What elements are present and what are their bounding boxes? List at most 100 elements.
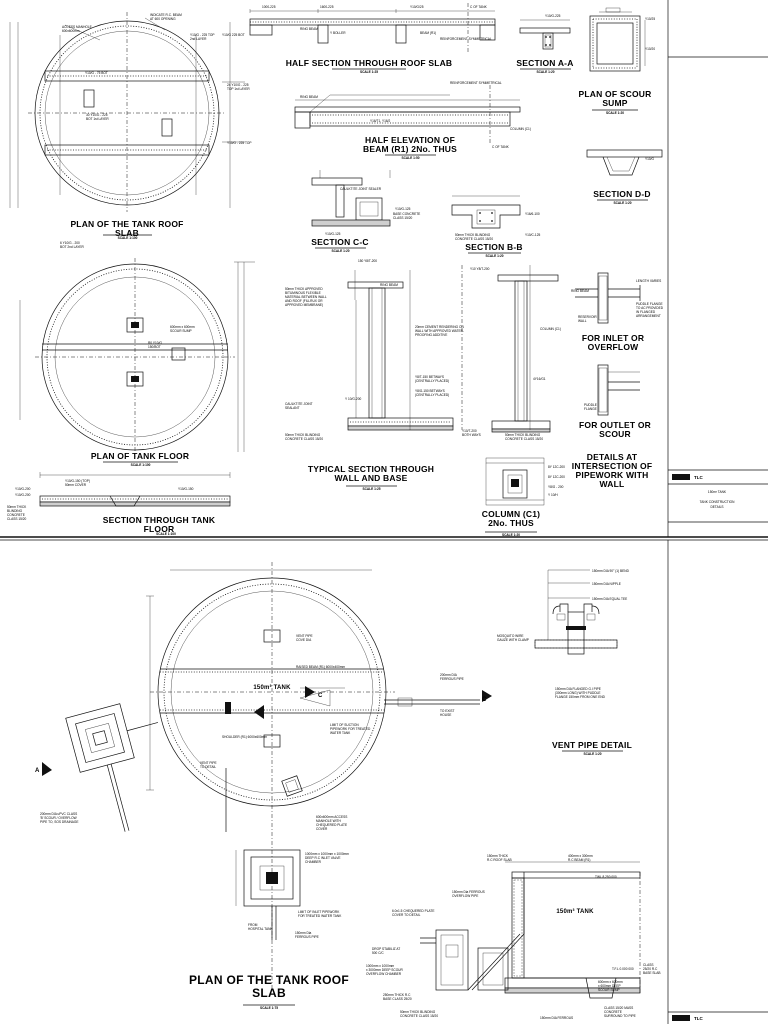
svg-text:50mm THICK BLINDING: 50mm THICK BLINDING	[455, 233, 491, 237]
pipework-title-line-4: WALL	[600, 479, 625, 489]
svg-text:GAUZE WITH CLAMP: GAUZE WITH CLAMP	[497, 638, 529, 642]
svg-text:REINFORCEMENT SYMMETRICAL: REINFORCEMENT SYMMETRICAL	[450, 81, 502, 85]
svg-text:(300mm LONG) WITH PUDDLE: (300mm LONG) WITH PUDDLE	[555, 691, 601, 695]
svg-text:50mm THICK BLINDING: 50mm THICK BLINDING	[400, 1010, 436, 1014]
inlet-detail-view: RING BEAM LENGTH VARIES PUDDLE FLANGE TO…	[571, 272, 664, 324]
svg-text:CLASS 15/20: CLASS 15/20	[393, 216, 413, 220]
svg-text:AND ROOF (FILLRUX OR: AND ROOF (FILLRUX OR	[285, 299, 323, 303]
svg-text:150/BOT: 150/BOT	[148, 345, 161, 349]
svg-text:SCALE 1:20: SCALE 1:20	[613, 201, 631, 205]
svg-text:2nd LAYER: 2nd LAYER	[190, 37, 207, 41]
roof-plan-title-line-2: SLAB	[115, 228, 139, 238]
svg-text:6.0x1.5 CHEQUERED PLATE: 6.0x1.5 CHEQUERED PLATE	[392, 909, 434, 913]
roof-plan-large-title-line-1: PLAN OF THE TANK ROOF	[189, 973, 349, 987]
roof-section-title-line-1: HALF SECTION THROUGH ROOF SLAB	[286, 58, 453, 68]
svg-text:400mm x 300mm: 400mm x 300mm	[568, 854, 593, 858]
svg-text:SCALE 1:20: SCALE 1:20	[606, 111, 624, 115]
svg-text:150mm DIA EQUAL TEE: 150mm DIA EQUAL TEE	[592, 597, 627, 601]
svg-text:CONCRETE CLASS 15/20: CONCRETE CLASS 15/20	[400, 1014, 438, 1018]
vent-pipe-detail-view: 150mm DIA 90° (1) BEND 150mm DIA NIPPLE …	[497, 569, 630, 699]
plan-tank-label: 150m³ TANK	[253, 684, 291, 691]
svg-text:Y10/G-125: Y10/G-125	[325, 232, 341, 236]
svg-text:COVER: COVER	[316, 827, 328, 831]
svg-text:Y16/T1, Y16/2: Y16/T1, Y16/2	[370, 119, 391, 123]
svg-text:150mm THICK: 150mm THICK	[487, 854, 509, 858]
svg-text:RING BEAM: RING BEAM	[300, 95, 318, 99]
svg-text:8Y 12C-200: 8Y 12C-200	[548, 475, 565, 479]
svg-text:TO AC PROVIDED: TO AC PROVIDED	[636, 306, 664, 310]
svg-text:SCALE 1:20: SCALE 1:20	[485, 254, 503, 258]
overflow-chamber-plan: A 200mm DIA uPVC CLASS 'B' SCOUR / OVERF…	[35, 703, 159, 832]
svg-text:1000-225: 1000-225	[262, 5, 276, 9]
svg-text:150 Y8/T-200: 150 Y8/T-200	[358, 259, 377, 263]
svg-text:50mm COVER: 50mm COVER	[65, 483, 87, 487]
roof-plan-title-line-1: PLAN OF THE TANK ROOF	[70, 219, 183, 229]
svg-text:DEEP R.C INLET VALVE: DEEP R.C INLET VALVE	[305, 856, 341, 860]
svg-text:150mm DIA 90° (1) BEND: 150mm DIA 90° (1) BEND	[592, 569, 630, 573]
svg-text:FERROUS PIPE: FERROUS PIPE	[295, 935, 319, 939]
svg-text:COVE DIA: COVE DIA	[296, 638, 312, 642]
svg-text:OVERFLOW PIPE: OVERFLOW PIPE	[452, 894, 478, 898]
svg-text:BASE SLAB: BASE SLAB	[643, 971, 661, 975]
svg-text:Y10/C-125: Y10/C-125	[525, 233, 540, 237]
svg-text:MANHOLE WITH: MANHOLE WITH	[316, 819, 341, 823]
svg-text:SHOULDER (R1) 6000x600mm: SHOULDER (R1) 6000x600mm	[222, 735, 267, 739]
wall-section-view: 50mm THICK APPROVED BITUMINOUS FLEXIBLE …	[285, 259, 465, 441]
svg-text:Y10/G-125: Y10/G-125	[395, 207, 411, 211]
sheet1-frame	[0, 0, 768, 541]
floor-plan-view: 6 Y10/G - 200 BOT 2nd LAYER 600mm x 600m…	[19, 241, 255, 457]
svg-text:200mm DIA uPVC CLASS: 200mm DIA uPVC CLASS	[40, 812, 77, 816]
svg-text:LENGTH VARIES: LENGTH VARIES	[636, 279, 661, 283]
svg-text:Y10 Y8/T-200: Y10 Y8/T-200	[470, 267, 490, 271]
svg-text:150mm DIA FERROUS: 150mm DIA FERROUS	[540, 1016, 573, 1020]
scour-sump-title-line-1: PLAN OF SCOUR	[579, 89, 652, 99]
svg-text:Y10/G-225: Y10/G-225	[545, 14, 561, 18]
svg-text:PUDDLE: PUDDLE	[584, 403, 597, 407]
svg-text:Y 10/G-200: Y 10/G-200	[345, 397, 361, 401]
svg-text:Y8/G-150 BETWAYS: Y8/G-150 BETWAYS	[415, 389, 445, 393]
section-bb-title: SECTION B-B	[465, 242, 522, 252]
tank-floor-title: PLAN OF TANK FLOOR	[91, 451, 189, 461]
svg-text:AT 600 OPENING: AT 600 OPENING	[150, 17, 176, 21]
svg-text:1600-225: 1600-225	[320, 5, 334, 9]
wall-section-title-line-1: TYPICAL SECTION THROUGH	[308, 464, 434, 474]
svg-text:CONCRETE: CONCRETE	[604, 1010, 622, 1014]
svg-text:Y8/T-150 BETWAYS: Y8/T-150 BETWAYS	[415, 375, 444, 379]
floor-section-title-line-2: FLOOR	[144, 524, 175, 534]
svg-text:6 Y10/G - 200: 6 Y10/G - 200	[60, 241, 80, 245]
section-cc-view: CAULKTITE JOINT SEALER Y10/G-125 BASE CO…	[311, 170, 420, 236]
svg-text:OVERFLOW CHAMBER: OVERFLOW CHAMBER	[366, 972, 402, 976]
svg-text:CLASS 15/20 MASS: CLASS 15/20 MASS	[604, 1006, 633, 1010]
section-cc-title: SECTION C-C	[311, 237, 368, 247]
svg-text:SCALE 1:100: SCALE 1:100	[118, 236, 138, 240]
svg-text:SCOUR SUMP: SCOUR SUMP	[598, 988, 620, 992]
svg-text:CONCRETE CLASS 15/20: CONCRETE CLASS 15/20	[285, 437, 323, 441]
roof-slab-section-view: RING BEAM Y BOLLER BEAM (R1) REINFORCEME…	[249, 3, 496, 52]
section-bb-title-line-1: SECTION B-B	[465, 242, 522, 252]
svg-text:50mm THICK APPROVED: 50mm THICK APPROVED	[285, 287, 323, 291]
svg-text:WALL WITH APPROVED WATER-: WALL WITH APPROVED WATER-	[415, 329, 464, 333]
svg-text:SCALE 1:25: SCALE 1:25	[360, 70, 378, 74]
tank-floor-title-line-1: PLAN OF TANK FLOOR	[91, 451, 189, 461]
svg-text:FROM: FROM	[248, 923, 258, 927]
svg-text:HOSPITAL TANK: HOSPITAL TANK	[248, 927, 273, 931]
svg-text:HOUSE: HOUSE	[440, 713, 451, 717]
svg-text:SCALE 1:20: SCALE 1:20	[583, 752, 601, 756]
svg-text:4Y16/G1: 4Y16/G1	[533, 377, 546, 381]
roof-plan-view: ACCESS MANHOLE 600x600mm INDICATE R.C. B…	[9, 12, 252, 212]
svg-text:PIPEWORK FOR TREATED: PIPEWORK FOR TREATED	[330, 727, 371, 731]
beam-title-line-2: BEAM (R1) 2No. THUS	[363, 144, 457, 154]
scour-sump-title-line-2: SUMP	[602, 98, 627, 108]
svg-text:150mm DIA NIPPLE: 150mm DIA NIPPLE	[592, 582, 621, 586]
section-aa-title: SECTION A-A	[516, 58, 573, 68]
svg-text:RING BEAM: RING BEAM	[300, 27, 318, 31]
svg-text:Y10/G 225 BOT: Y10/G 225 BOT	[222, 33, 245, 37]
